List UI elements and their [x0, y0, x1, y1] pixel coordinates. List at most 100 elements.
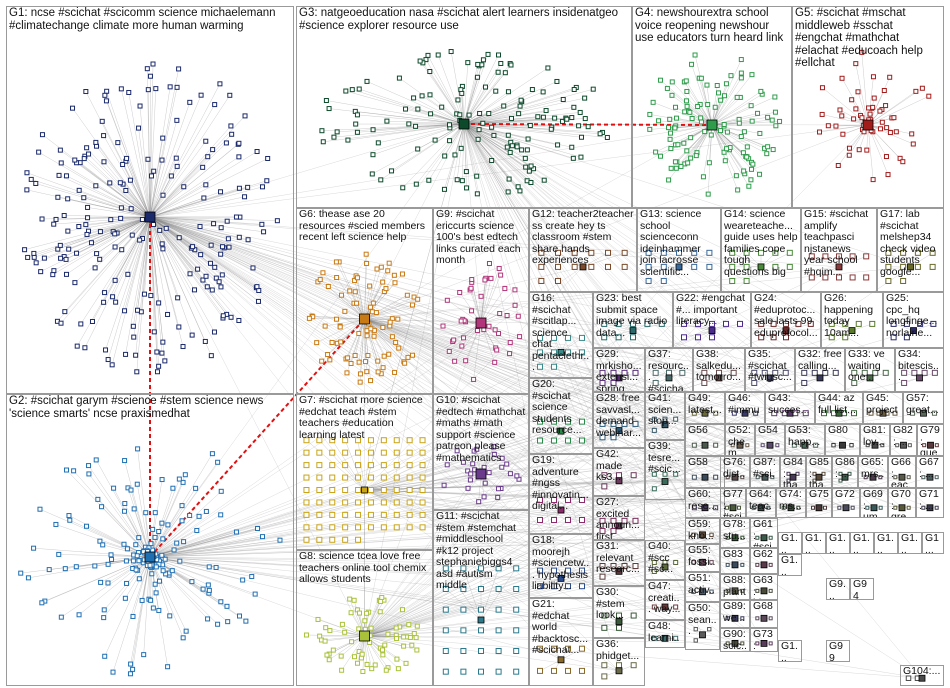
group-cell-g78: G78: stu...: [720, 518, 750, 548]
group-label: G26: happening today 10am...: [824, 293, 880, 339]
group-cell-g60: G60: rese...: [685, 488, 725, 518]
group-cell-g58: G58: [685, 456, 725, 488]
group-cell-small: G1...: [922, 532, 944, 554]
group-label: G11: #scichat #stem #stemchat #middlesch…: [436, 511, 526, 592]
group-label: G75: [809, 489, 829, 501]
group-label: G41: scien... stop...: [648, 393, 682, 428]
group-label: G50: sean...: [688, 603, 717, 638]
group-cell-g66: G66: eac...: [888, 456, 916, 488]
group-cell-g16: G16: #scichat #scitlap... science chat p…: [529, 292, 593, 378]
group-label: G68: [753, 601, 775, 613]
group-cell-g89: G89: we...: [720, 600, 750, 628]
group-label: G24: #eduprotoc... sale lasts 99 eduprot…: [754, 293, 818, 339]
group-cell-small: G1...: [898, 532, 922, 554]
group-cell-g33: G33: ve waiting one...: [845, 348, 895, 392]
group-cell-g24: G24: #eduprotoc... sale lasts 99 eduprot…: [751, 292, 821, 348]
group-label: G88: plant...: [723, 575, 747, 600]
group-label: G89: we...: [723, 601, 747, 624]
group-label: G25: cpc_hq longfinge... norlaine...: [886, 293, 941, 339]
group-cell-g85: G85: tha...: [806, 456, 832, 488]
group-cell-g77: G77: #sci...: [720, 488, 746, 518]
group-cell-g38: G38: salkedu... tomorro...: [693, 348, 745, 392]
group-cell-g21: G21: #edchat world #backtosc... #scichat…: [529, 598, 593, 686]
group-cell-g3: G3: natgeoeducation nasa #scichat alert …: [296, 6, 632, 208]
group-label: G80: [828, 425, 857, 437]
group-cell-g63: G63: bior...: [750, 574, 778, 600]
group-cell-g81: G81: lov...: [860, 424, 890, 456]
group-cell-g29: G29: mrkisho... extensi... spring...: [593, 348, 645, 392]
group-cell-g10: G10: #scichat #edtech #mathchat #maths #…: [433, 394, 529, 510]
group-label: G54: [758, 425, 782, 437]
group-cell-g104: G104:...: [900, 665, 944, 686]
group-label: G1...: [805, 533, 823, 554]
group-cell-g71: G71: ...: [916, 488, 944, 518]
group-cell-small: G1...: [778, 640, 802, 662]
group-cell-g44: G44: az full list...: [815, 392, 863, 424]
group-cell-g35: G35: #scichat #twigsc...: [745, 348, 795, 392]
group-cell-g73: G73: #ch...: [750, 628, 778, 652]
group-label: G22: #engchat #... important literacy...: [676, 293, 748, 328]
group-label: G64: teac...: [749, 489, 773, 518]
group-label: G1...: [901, 533, 919, 554]
group-label: G58: [688, 457, 722, 469]
group-label: G46: #immu... stude...: [728, 393, 762, 424]
group-cell-g8: G8: science tcea love free teachers onli…: [296, 550, 433, 686]
group-label: G16: #scichat #scitlap... science chat p…: [532, 293, 590, 374]
group-cell-g47: G47: creati... way...: [645, 580, 685, 620]
group-cell-g64: G64: teac...: [746, 488, 776, 518]
group-cell-g4: G4: newshourextra school voice reopening…: [632, 6, 792, 208]
group-cell-small: G1...: [802, 532, 826, 554]
group-cell-g34: G34: bitescis...: [895, 348, 944, 392]
group-label: G76: dist...: [723, 457, 747, 488]
group-cell-g36: G36: phidget...: [593, 638, 645, 686]
group-label: G31: relevant researc...: [596, 541, 642, 576]
group-cell-g15: G15: #scichat amplify teachpasci njstane…: [801, 208, 877, 292]
group-cell-g32: G32: free calling...: [795, 348, 845, 392]
group-label: G78: stu...: [723, 519, 747, 542]
group-label: G10: #scichat #edtech #mathchat #maths #…: [436, 395, 526, 464]
group-label: G44: az full list...: [818, 393, 860, 416]
group-cell-g70: G70: gre...: [888, 488, 916, 518]
group-label: G5: #scichat #mschat middleweb #sschat #…: [795, 7, 941, 70]
group-cell-g37: G37: resourc... #scicha...: [645, 348, 693, 392]
group-cell-g59: G59: kno...: [685, 518, 720, 544]
group-label: G40: #scc #sc...: [648, 541, 682, 576]
group-label: G56: [688, 425, 722, 437]
group-label: G62: [753, 549, 775, 561]
group-cell-small: G1...: [874, 532, 898, 554]
group-label: G104:...: [903, 666, 941, 678]
group-cell-g19: G19: adventure #ngss #innovatin... digit…: [529, 454, 593, 534]
group-label: G19: adventure #ngss #innovatin... digit…: [532, 455, 590, 513]
group-label: G86: ...: [835, 457, 855, 480]
group-label: G35: #scichat #twigsc...: [748, 349, 792, 384]
group-cell-g74: G74: ms...: [776, 488, 806, 518]
group-cell-small: G9...: [826, 578, 850, 600]
group-label: G4: newshourextra school voice reopening…: [635, 7, 789, 45]
group-cell-g56: G56: [685, 424, 725, 456]
group-label: G20: #scichat science students resource.…: [532, 379, 590, 437]
group-label: G17: lab #scichat melshep34 check video …: [880, 209, 941, 278]
group-label: G1...: [853, 533, 871, 554]
group-cell-g53: G53: happ...: [785, 424, 825, 456]
group-label: G73: #ch...: [753, 629, 775, 652]
group-label: G27: excited announ... first...: [596, 497, 642, 540]
group-cell-g69: G69: um...: [860, 488, 888, 518]
group-label: G65: mrs...: [861, 457, 885, 488]
group-cell-g1: G1: ncse #scichat #scicomm science micha…: [6, 6, 294, 394]
group-cell-g65: G65: mrs...: [858, 456, 888, 488]
group-cell-g87: G87: #sci...: [750, 456, 780, 488]
group-cell-g50: G50: sean...: [685, 602, 720, 650]
group-label: G38: salkedu... tomorro...: [696, 349, 742, 384]
group-cell-g9: G9: #scichat ericcurts science 100's bes…: [433, 208, 529, 394]
group-label: G61: #sci...: [753, 519, 775, 548]
group-label: G66: eac...: [891, 457, 913, 488]
group-label: G30: #stem look...: [596, 587, 642, 622]
group-cell-g80: G80: [825, 424, 860, 456]
group-cell-g84: G84: tha...: [780, 456, 806, 488]
group-label: G53: happ...: [788, 425, 822, 448]
group-cell-g86: G86: ...: [832, 456, 858, 488]
group-cell-g75: G75: [806, 488, 832, 518]
group-cell-g40: G40: #scc #sc...: [645, 540, 685, 580]
group-label: G84: tha...: [783, 457, 803, 488]
group-cell-small: G1...: [778, 554, 802, 576]
